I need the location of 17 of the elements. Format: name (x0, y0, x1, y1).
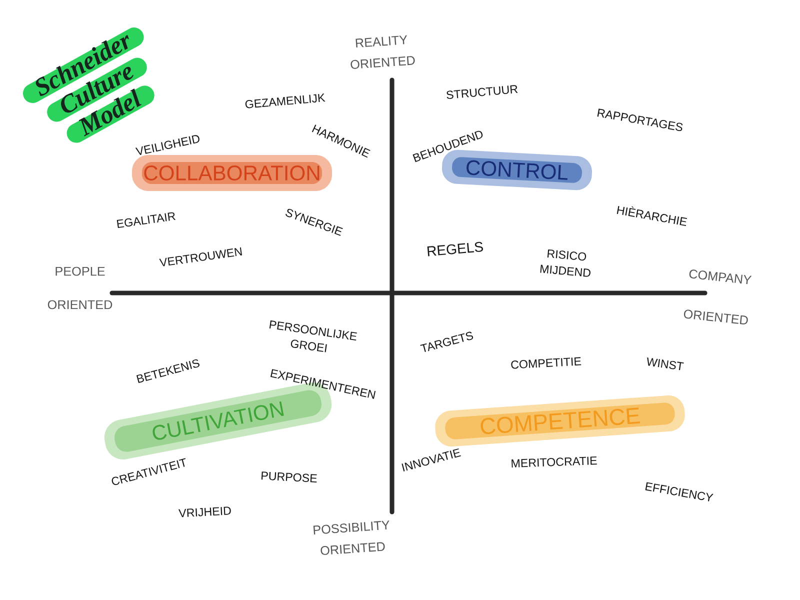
word-label: PURPOSE (261, 472, 317, 482)
axis-label: REALITY ORIENTED (350, 35, 415, 69)
word-label: EFFICIENCY (645, 482, 714, 502)
word-label: VERTROUWEN (159, 247, 242, 266)
word-label: WINST (647, 357, 684, 370)
word-label: STRUCTUUR (446, 85, 518, 99)
word-label: REGELS (427, 242, 483, 256)
axis-label: POSSIBILITY ORIENTED (313, 520, 390, 555)
word-label: GEZAMENLIJK (245, 94, 326, 108)
word-label: RISICO MIJDEND (540, 249, 590, 277)
highlighted-label: COMPETENCE (435, 395, 685, 447)
axis-label: COMPANY ORIENTED (684, 270, 752, 324)
axis-label: PEOPLE ORIENTED (48, 266, 112, 310)
word-label: EGALITAIR (116, 212, 176, 228)
word-label: VRIJHEID (178, 506, 231, 518)
word-label: COMPETITIE (511, 357, 582, 369)
highlighted-label: COLLABORATION (132, 155, 332, 191)
